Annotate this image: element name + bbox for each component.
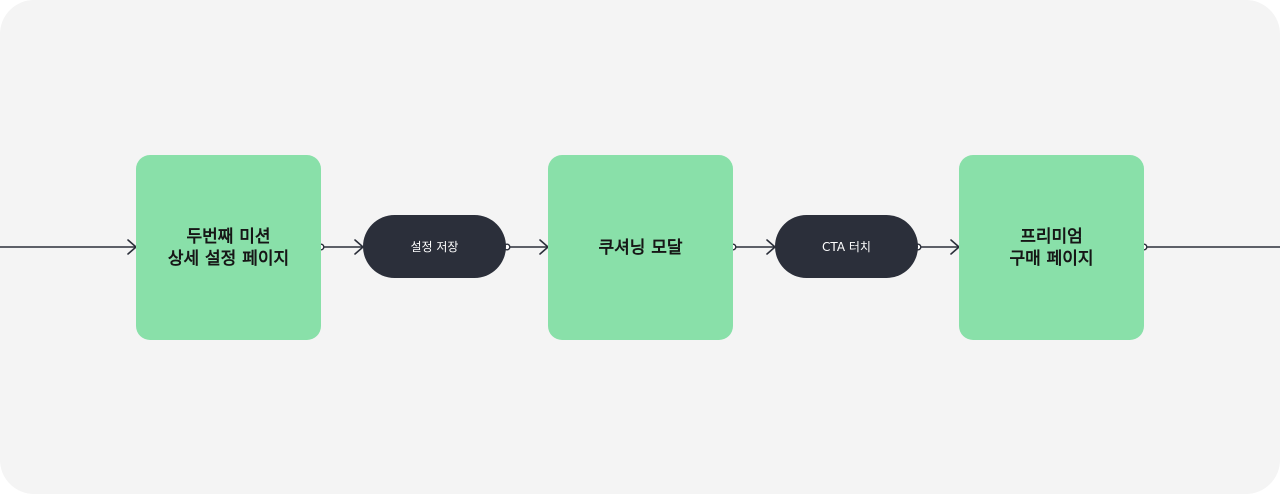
node-premium-purchase-page[interactable]: 프리미엄 구매 페이지: [959, 155, 1144, 340]
node-label-line: 구매 페이지: [1009, 248, 1094, 269]
node-cushioning-modal[interactable]: 쿠셔닝 모달: [548, 155, 733, 340]
action-save-settings[interactable]: 설정 저장: [363, 215, 506, 278]
node-mission-detail-settings-page[interactable]: 두번째 미션 상세 설정 페이지: [136, 155, 321, 340]
action-label: CTA 터치: [822, 240, 871, 254]
action-label: 설정 저장: [410, 240, 459, 254]
node-label-line: 쿠셔닝 모달: [598, 237, 683, 258]
node-label-line: 상세 설정 페이지: [167, 248, 290, 269]
action-cta-touch[interactable]: CTA 터치: [775, 215, 918, 278]
node-label-line: 프리미엄: [1020, 226, 1083, 247]
node-label-line: 두번째 미션: [186, 226, 271, 247]
